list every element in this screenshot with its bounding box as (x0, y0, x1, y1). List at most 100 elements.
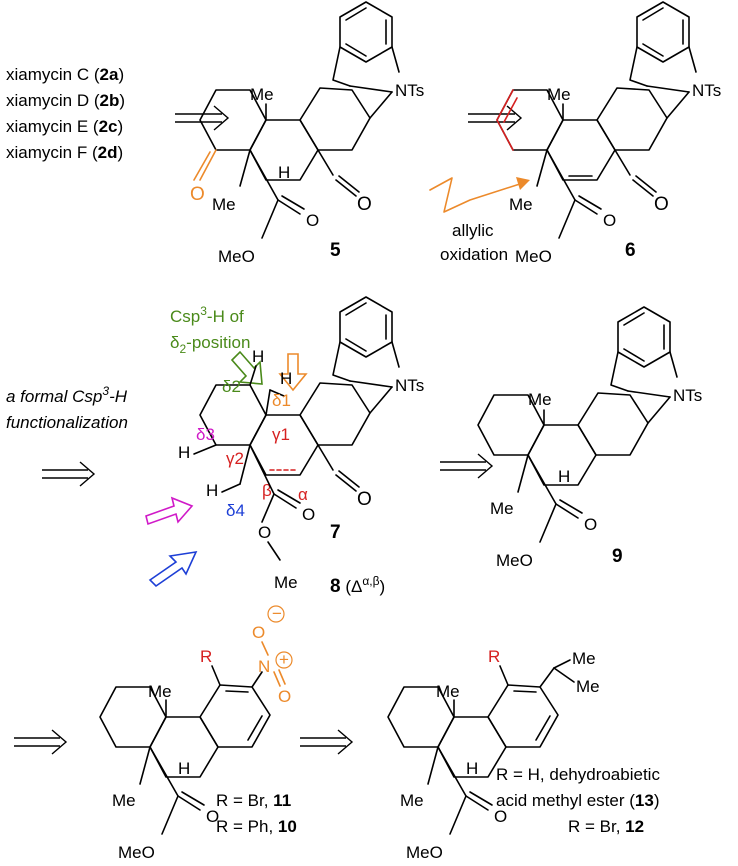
compound-number: 5 (330, 240, 341, 261)
csp3-annotation: Csp3-H of δ2-position (170, 304, 250, 356)
methyl-label: Me (572, 649, 596, 668)
nts-label: NTs (395, 81, 424, 100)
retro-arrow (468, 105, 523, 131)
charge-circle (267, 605, 285, 623)
svg-text:xiamycin F (2d): xiamycin F (2d) (6, 143, 123, 162)
compound-12-13: Me H Me O MeO R Me Me R = H, dehydroabie… (387, 647, 660, 862)
ketone-o: O (654, 194, 669, 215)
minus-charge: − (272, 604, 282, 623)
squiggle-arrowhead (516, 177, 530, 190)
svg-text:Csp3-H of: Csp3-H of (170, 304, 244, 326)
retro-arrow (14, 729, 68, 755)
h-label: H (278, 163, 290, 182)
meo-label: MeO (218, 247, 255, 266)
beta-label: β (262, 481, 272, 500)
hollow-arrow-green (230, 350, 263, 385)
ester-o: O (494, 807, 507, 826)
nts-label: NTs (395, 376, 424, 395)
compound-10-11: Me H Me O MeO R N + O − O R = Br, 11 R =… (99, 604, 297, 862)
target-list: xiamycin C (2a) xiamycin D (2b) xiamycin… (6, 65, 125, 162)
h-label: H (206, 481, 218, 500)
nts-label: NTs (673, 386, 702, 405)
methyl-label: Me (436, 682, 460, 701)
compound-number: 9 (612, 546, 623, 567)
ester-o: O (603, 211, 616, 230)
allylic-label: allylic (452, 221, 494, 240)
hollow-arrow-magenta (145, 496, 194, 526)
h-label: H (252, 347, 264, 366)
compound-number: 7 (330, 522, 341, 543)
compound-8-label: 8 (Δα,β) (330, 574, 385, 597)
svg-text:R = Br, 11: R = Br, 11 (216, 791, 291, 810)
svg-text:δ2-position: δ2-position (170, 333, 250, 356)
target-line: xiamycin D (2b) (6, 91, 125, 110)
nitro-o: O (278, 687, 291, 706)
ester-o: O (584, 515, 597, 534)
compound-number: 6 (625, 240, 636, 261)
gamma2-label: γ2 (226, 449, 244, 468)
svg-text:R = Br, 12: R = Br, 12 (568, 817, 644, 836)
meo-label: MeO (515, 247, 552, 266)
methyl-label: Me (490, 499, 514, 518)
svg-text:xiamycin D (2b): xiamycin D (2b) (6, 91, 125, 110)
ketone-o: O (190, 184, 205, 205)
h-label: H (178, 443, 190, 462)
hollow-arrow-orange (278, 353, 308, 392)
retro-arrow (42, 461, 96, 487)
methyl-label: Me (250, 85, 274, 104)
hollow-arrow-blue (148, 550, 198, 588)
retro-arrow (175, 105, 230, 131)
methyl-label: Me (112, 791, 136, 810)
nts-label: NTs (692, 81, 721, 100)
methyl-label: Me (274, 573, 298, 592)
ester-o: O (258, 523, 271, 542)
retro-arrow (440, 453, 494, 479)
methyl-label: Me (547, 85, 571, 104)
delta1-label: δ1 (272, 391, 291, 410)
plus-charge: + (279, 650, 289, 669)
compound-5: NTs Me H O O Me O MeO 5 (190, 1, 424, 266)
formal-label: a formal Csp3-H functionalization (6, 384, 128, 432)
ketone-o: O (357, 194, 372, 215)
svg-text:functionalization: functionalization (6, 413, 128, 432)
target-line: xiamycin C (2a) (6, 65, 124, 84)
ketone-o: O (357, 489, 372, 510)
nitro-o: O (252, 623, 265, 642)
target-line: xiamycin E (2c) (6, 117, 123, 136)
alpha-label: α (298, 485, 308, 504)
nitro-n: N (258, 657, 270, 676)
retro-arrow (300, 729, 354, 755)
delta3-label: δ3 (196, 425, 215, 444)
meo-label: MeO (406, 843, 443, 862)
h-label: H (558, 467, 570, 486)
methyl-label: Me (576, 677, 600, 696)
meo-label: MeO (496, 551, 533, 570)
svg-text:R = H, dehydroabietic: R = H, dehydroabietic (496, 765, 660, 784)
delta4-label: δ4 (226, 501, 245, 520)
h-label: H (466, 759, 478, 778)
svg-text:acid methyl ester (13): acid methyl ester (13) (496, 791, 659, 810)
methyl-label: Me (509, 195, 533, 214)
ester-o: O (206, 807, 219, 826)
methyl-label: Me (148, 682, 172, 701)
target-line: xiamycin F (2d) (6, 143, 123, 162)
h-label: H (178, 759, 190, 778)
r-label: R (488, 647, 500, 666)
svg-text:xiamycin E (2c): xiamycin E (2c) (6, 117, 123, 136)
gamma1-label: γ1 (272, 425, 290, 444)
methyl-label: Me (400, 791, 424, 810)
h-label: H (280, 369, 292, 388)
ester-o: O (302, 505, 315, 524)
compound-9: NTs Me H Me O MeO 9 (477, 306, 702, 570)
svg-text:xiamycin C (2a): xiamycin C (2a) (6, 65, 124, 84)
meo-label: MeO (118, 843, 155, 862)
r-label: R (200, 647, 212, 666)
methyl-label: Me (528, 390, 552, 409)
delta2-label: δ2 (222, 377, 241, 396)
compound-6: NTs Me O Me O MeO 6 allylic oxidation (429, 1, 721, 266)
compound-7-8: NTs H δ1 H δ2 H δ3 γ1 γ2 β α O H δ4 O O (178, 296, 424, 597)
svg-text:R = Ph, 10: R = Ph, 10 (216, 817, 297, 836)
svg-text:a formal Csp3-H: a formal Csp3-H (6, 384, 128, 406)
ester-o: O (306, 211, 319, 230)
